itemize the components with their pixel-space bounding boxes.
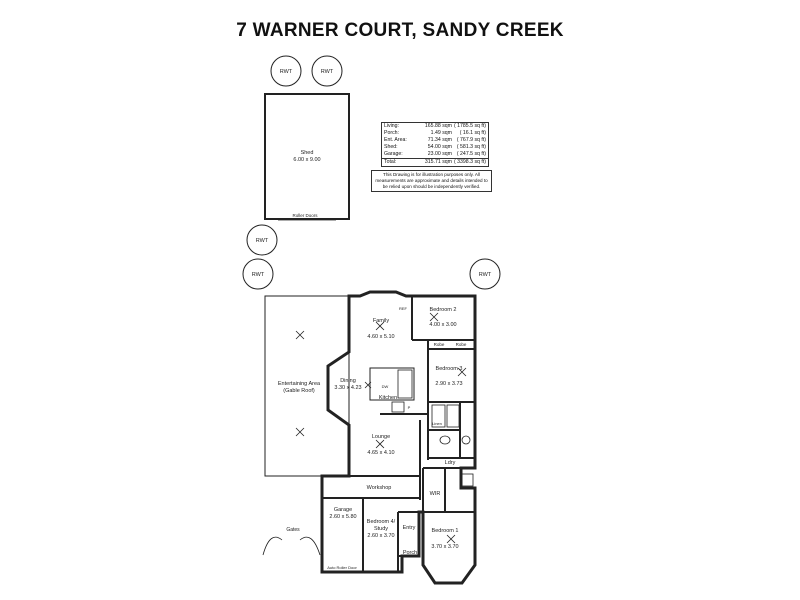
bedroom-2-size: 4.00 x 3.00 [429,322,456,328]
shower [431,404,446,428]
dw-label: DW [382,384,389,389]
shed-door-label: Roller Doors [292,213,318,218]
area-row-shed: Shed:54.00 sqm( 581.3 sq ft) [384,144,486,150]
rainwater-tank-1 [270,55,302,87]
rwt-label-5: RWT [479,272,492,278]
kitchen-bench [369,367,415,401]
rwt-label-3: RWT [256,238,269,244]
bath [446,404,460,428]
area-row-garage: Garage:23.00 sqm( 247.5 sq ft) [384,151,486,157]
rwt-label-4: RWT [252,272,265,278]
entertaining-area-outline [264,295,350,477]
family-size: 4.60 x 5.10 [367,334,394,340]
gate-right [299,536,321,556]
entertaining-area-label: Entertaining Area [278,381,321,387]
ref-label: REF [399,306,408,311]
bedroom-4-label: Bedroom 4/ [367,519,396,525]
area-row-ent-area: Ent. Area:71.34 sqm( 767.9 sq ft) [384,137,486,143]
area-row-porch: Porch:1.49 sqm( 16.1 sq ft) [384,130,486,136]
bedroom-1-label: Bedroom 1 [432,528,459,534]
lounge-size: 4.65 x 4.10 [367,450,394,456]
dining-size: 3.30 x 4.23 [334,385,361,391]
gate-left [262,536,283,556]
rainwater-tank-3 [246,224,278,256]
shed-label: Shed [301,150,314,156]
disclaimer-note: This Drawing is for illustration purpose… [371,170,492,192]
rainwater-tank-4 [242,258,274,290]
ceiling-fan-markers [295,312,467,544]
entertaining-area-sub: (Gable Roof) [283,388,315,394]
vanity-basin-icon [461,435,471,445]
bedroom-4-sub: Study [374,526,388,532]
gates-label: Gates [286,527,300,533]
bedroom-1-size: 3.70 x 3.70 [431,544,458,550]
wir-label: WIR [430,491,441,497]
page-title: 7 WARNER COURT, SANDY CREEK [236,20,564,41]
ensuite-shower [461,473,474,487]
pantry-label: P [408,405,411,410]
area-row-living: Living:165.88 sqm( 1785.5 sq ft) [384,123,486,129]
entry-label: Entry [403,525,416,531]
linen-label: Linen [432,421,442,426]
kitchen-sink [397,369,413,399]
bedroom-2-label: Bedroom 2 [430,307,457,313]
area-schedule: Living:165.88 sqm( 1785.5 sq ft) Porch:1… [381,122,489,167]
lounge-label: Lounge [372,434,390,440]
garage-door-label: Auto Roller Door [327,565,357,570]
fridge-space [391,401,405,413]
interior-walls [322,296,475,572]
bedroom-4-size: 2.60 x 3.70 [367,533,394,539]
bedroom-3-label: Bedroom 3 [436,366,463,372]
area-row-total: Total:315.71 sqm( 3398.3 sq ft) [382,158,488,165]
workshop-label: Workshop [367,485,392,491]
toilet-icon [439,435,451,445]
bedroom-3-size: 2.90 x 3.73 [435,381,462,387]
shed-size: 6.00 x 9.00 [293,157,320,163]
kitchen-label: Kitchen [379,395,397,401]
shed-outline [264,93,350,220]
porch-label: Porch [403,550,417,556]
rwt-label-2: RWT [321,69,334,75]
garage-size: 2.60 x 5.80 [329,514,356,520]
ldry-label: Ldry [445,460,456,466]
garage-label: Garage [334,507,352,513]
rwt-label-1: RWT [280,69,293,75]
robe-label-1: Robe [434,342,445,347]
rainwater-tank-2 [311,55,343,87]
dining-label: Dining [340,378,356,384]
family-label: Family [373,318,389,324]
rainwater-tank-5 [469,258,501,290]
robe-label-2: Robe [456,342,467,347]
